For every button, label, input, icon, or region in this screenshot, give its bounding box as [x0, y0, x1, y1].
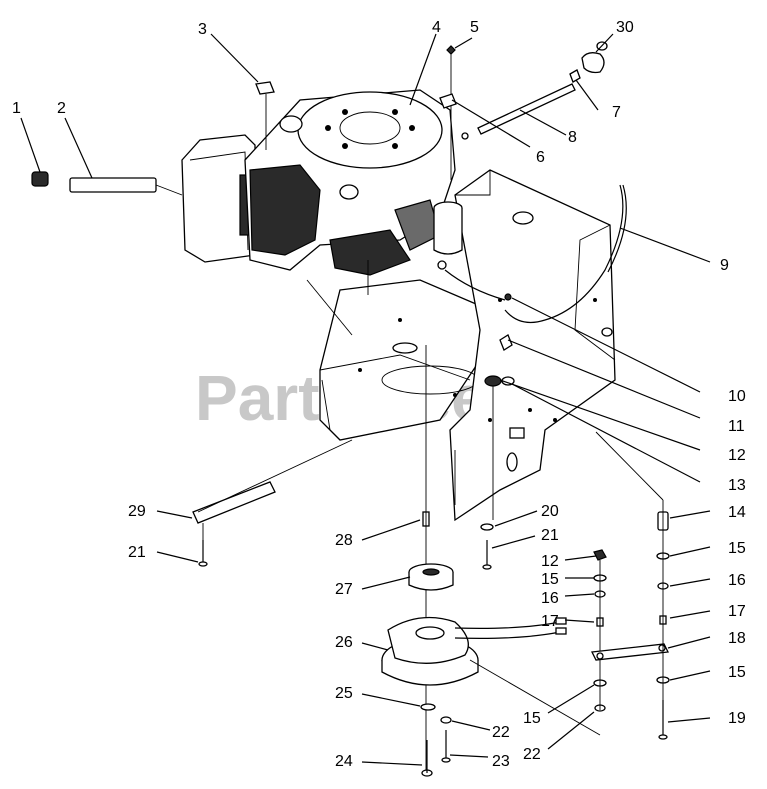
- callout-15-b: 15: [523, 710, 541, 727]
- callout-5: 5: [470, 19, 479, 36]
- frame-plate: [449, 169, 616, 522]
- callout-15-c: 15: [728, 540, 746, 557]
- callout-1: 1: [12, 100, 21, 117]
- part-24-bolt: [421, 740, 433, 777]
- part-1-cap: [31, 171, 49, 187]
- callout-11: 11: [728, 418, 745, 435]
- engine: [181, 89, 463, 276]
- callout-28: 28: [335, 532, 353, 549]
- part-12-nut-lower: [593, 549, 607, 561]
- part-5-screw: [446, 45, 456, 180]
- callout-20: 20: [541, 503, 559, 520]
- callout-4: 4: [432, 19, 441, 36]
- callout-16-a: 16: [541, 590, 559, 607]
- callout-21-center: 21: [541, 527, 559, 544]
- callout-19: 19: [728, 710, 746, 727]
- callout-27: 27: [335, 581, 353, 598]
- part-6-clamp: [439, 93, 469, 140]
- part-29-plate: [192, 481, 276, 524]
- part-26-clutch: [381, 616, 567, 686]
- callout-26: 26: [335, 634, 353, 651]
- callout-16-b: 16: [728, 572, 746, 589]
- callout-12-lower: 12: [541, 553, 559, 570]
- part-18-bracket: [591, 643, 669, 661]
- callout-23: 23: [492, 753, 510, 770]
- callout-24: 24: [335, 753, 353, 770]
- part-21-screw-left: [198, 523, 208, 567]
- part-3-label: [255, 81, 275, 150]
- wire-harness: [504, 184, 624, 323]
- callout-30: 30: [616, 19, 634, 36]
- part-20-washer: [480, 523, 494, 531]
- callout-15-a: 15: [541, 571, 559, 588]
- part-25-washer: [420, 703, 436, 711]
- callout-22-left: 22: [492, 724, 510, 741]
- callout-numbers: 1 2 3 4 5 30 7 8 6 9 10 11 12 13 14 15 1…: [12, 19, 746, 770]
- callout-9: 9: [720, 257, 729, 274]
- callout-14: 14: [728, 504, 746, 521]
- part-28-key: [422, 345, 430, 770]
- callout-10: 10: [728, 388, 746, 405]
- callout-3: 3: [198, 21, 207, 38]
- part-10-screw: [504, 293, 512, 301]
- callout-6: 6: [536, 149, 545, 166]
- leader-lines: [20, 33, 711, 766]
- part-30-knob: [581, 41, 608, 74]
- callout-29: 29: [128, 503, 146, 520]
- callout-7: 7: [612, 104, 621, 121]
- part-22-washer-left: [440, 716, 452, 724]
- callout-17-b: 17: [728, 603, 746, 620]
- callout-22-right: 22: [523, 746, 541, 763]
- part-12-nut: [484, 375, 502, 387]
- part-27-pulley: [408, 563, 454, 591]
- callout-8: 8: [568, 129, 577, 146]
- part-7-nut: [569, 69, 581, 83]
- callout-15-d: 15: [728, 664, 746, 681]
- part-2-tube: [69, 177, 183, 196]
- part-11-switch: [499, 334, 513, 351]
- callout-13: 13: [728, 477, 746, 494]
- part-21-screw-center: [482, 540, 492, 570]
- part-8-cable: [477, 83, 576, 135]
- part-19-bolt: [658, 700, 668, 740]
- callout-25: 25: [335, 685, 353, 702]
- callout-21-left: 21: [128, 544, 146, 561]
- callout-18: 18: [728, 630, 746, 647]
- callout-12-upper: 12: [728, 447, 746, 464]
- callout-2: 2: [57, 100, 66, 117]
- callout-17-a: 17: [541, 613, 559, 630]
- part-23-bolt: [441, 730, 451, 763]
